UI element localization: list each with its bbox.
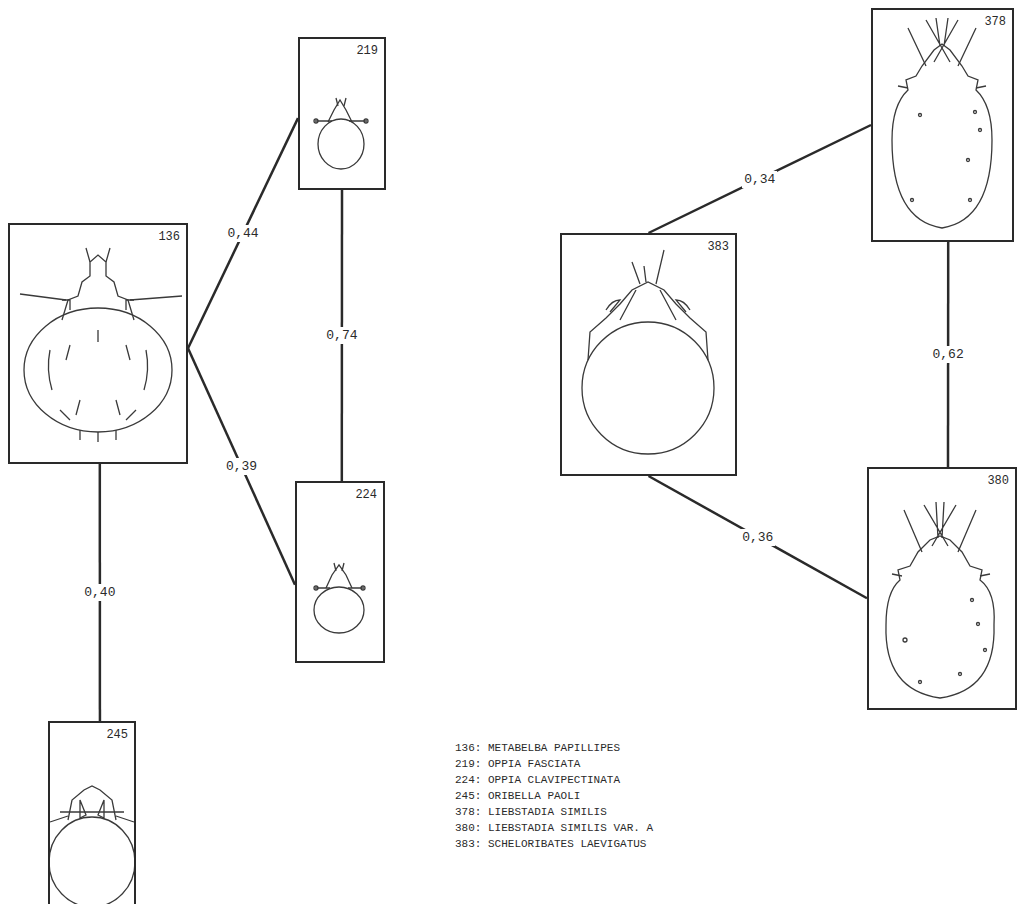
specimen-box: 245 (48, 721, 136, 904)
similarity-value: 0,74 (324, 327, 359, 344)
similarity-line (649, 125, 872, 233)
similarity-value: 0,39 (224, 458, 259, 475)
mite-drawing (886, 502, 994, 698)
specimen-box: 219 (298, 37, 386, 190)
specimen-number: 224 (355, 488, 377, 502)
specimen-number: 380 (987, 474, 1009, 488)
species-key-entry: 219: OPPIA FASCIATA (455, 758, 580, 771)
specimen-number: 378 (984, 15, 1006, 29)
specimen-box: 380 (867, 467, 1017, 710)
mite-drawing (582, 250, 714, 454)
specimen-number: 136 (158, 230, 180, 244)
similarity-value: 0,34 (742, 171, 777, 188)
similarity-line (649, 476, 868, 598)
mite-drawing (314, 98, 368, 169)
species-key-entry: 383: SCHELORIBATES LAEVIGATUS (455, 838, 646, 851)
species-key-entry: 378: LIEBSTADIA SIMILIS (455, 806, 607, 819)
species-key-entry: 224: OPPIA CLAVIPECTINATA (455, 774, 620, 787)
specimen-number: 219 (356, 44, 378, 58)
specimen-box: 383 (560, 233, 737, 476)
specimen-box: 224 (295, 481, 385, 663)
mite-drawing (314, 563, 365, 633)
similarity-line (188, 118, 298, 348)
mite-drawing (20, 248, 182, 442)
species-key-entry: 380: LIEBSTADIA SIMILIS VAR. A (455, 822, 653, 835)
similarity-value: 0,62 (931, 346, 966, 363)
mite-drawing (49, 786, 135, 904)
species-key-entry: 136: METABELBA PAPILLIPES (455, 742, 620, 755)
specimen-box: 378 (871, 8, 1014, 242)
specimen-box: 136 (8, 223, 188, 464)
specimen-number: 245 (106, 728, 128, 742)
similarity-line (188, 348, 295, 584)
similarity-value: 0,36 (740, 529, 775, 546)
similarity-value: 0,40 (82, 584, 117, 601)
mite-drawing (892, 18, 992, 228)
species-key-entry: 245: ORIBELLA PAOLI (455, 790, 580, 803)
similarity-value: 0,44 (225, 225, 260, 242)
specimen-number: 383 (707, 240, 729, 254)
